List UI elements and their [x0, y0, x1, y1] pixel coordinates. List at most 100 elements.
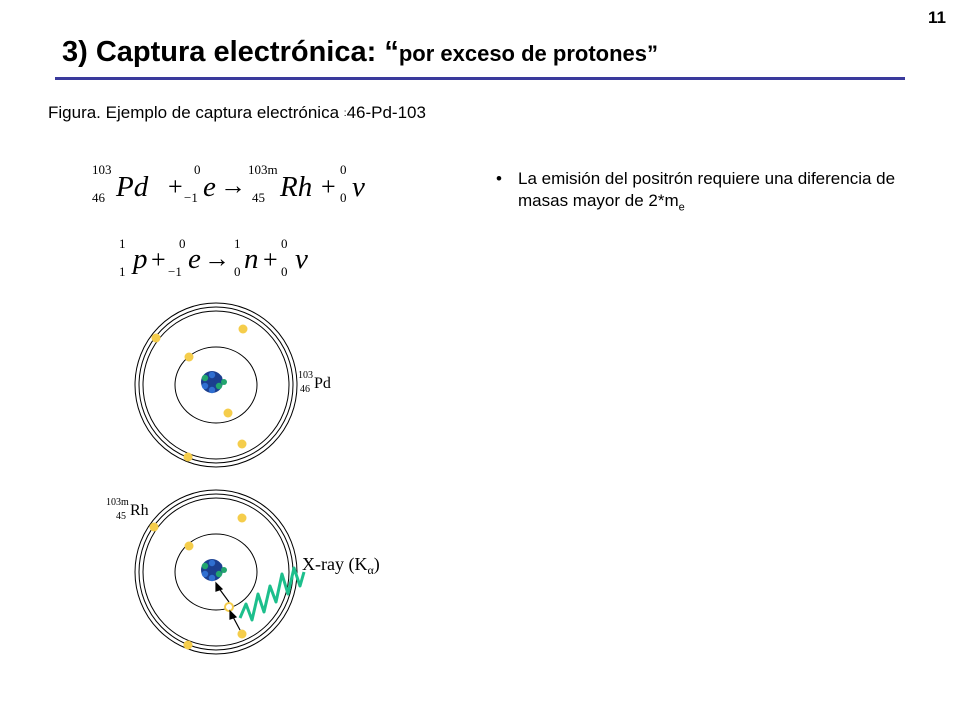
rh-electron: [237, 629, 247, 639]
eq1-pd-z: 46: [92, 190, 106, 205]
rh-nucleus: [201, 559, 227, 582]
title-subtitle: por exceso de protones”: [398, 41, 659, 66]
eq2-nu-symbol: ν: [295, 243, 308, 275]
rh-nucleon: [208, 574, 216, 582]
eq1-rh-mass: 103m: [248, 162, 278, 177]
rh-label-z: 45: [116, 511, 126, 522]
pd-nucleon: [208, 379, 216, 387]
rh-electron: [237, 513, 247, 523]
rh-nucleon: [201, 562, 209, 570]
pd-nucleus: [201, 371, 227, 394]
xray-wave-icon: [238, 566, 306, 622]
eq2-e-mass: 0: [179, 236, 186, 251]
eq2-e-symbol: e: [188, 243, 201, 275]
eq2-p-symbol: p: [131, 243, 148, 275]
title-underline: [55, 77, 905, 80]
rh-vacancy: [224, 602, 234, 612]
title-main: 3) Captura electrónica: “: [62, 36, 399, 68]
pd-nucleon: [208, 386, 216, 394]
equation-proton-capture: 1 1 p + 0 −1 e → 1 0 n + 0 0 ν: [119, 236, 308, 279]
rh-nuclide-label: 103m 45 Rh: [106, 497, 149, 522]
eq2-n-symbol: n: [244, 243, 259, 275]
rh-nucleon: [208, 567, 216, 575]
eq2-n-mass: 1: [234, 236, 241, 251]
rh-nucleon: [221, 567, 227, 573]
rh-inner-shell: [174, 533, 258, 611]
bullet-item: La emisión del positrón requiere una dif…: [494, 168, 904, 218]
bullet-list: La emisión del positrón requiere una dif…: [494, 168, 904, 218]
pd-nucleon: [201, 382, 209, 390]
transition-arrowhead-icon: [229, 609, 238, 620]
eq2-plus-2: +: [263, 245, 278, 274]
pd-label-mass: 103: [298, 370, 313, 381]
pd-nucleon: [208, 371, 216, 379]
pd-outer-shell: [142, 310, 290, 460]
eq2-n-z: 0: [234, 264, 241, 279]
pd-nuclide-label: 103 46 Pd: [298, 370, 331, 395]
eq2-arrow: →: [204, 244, 230, 273]
rh-nucleon: [215, 570, 223, 578]
eq1-plus-1: +: [168, 172, 183, 201]
bullet-subscript: e: [678, 201, 685, 214]
pd-electron: [237, 439, 247, 449]
eq1-nu-mass: 0: [340, 162, 347, 177]
eq1-e-mass: 0: [194, 162, 201, 177]
rh-label-mass: 103m: [106, 497, 129, 508]
rh-label-symbol: Rh: [130, 502, 149, 519]
caption-nuclide: 46-Pd-103: [346, 103, 426, 122]
rh-electron: [149, 522, 159, 532]
rh-outer-shell: [134, 489, 298, 655]
rh-electron: [183, 640, 193, 650]
rh-atom: [134, 489, 306, 655]
eq1-e-symbol: e: [203, 171, 216, 203]
eq1-arrow: →: [220, 171, 246, 200]
pd-outer-shell: [134, 302, 298, 468]
pd-nucleon: [221, 379, 227, 385]
equation-pd-capture: 103 46 Pd + 0 −1 e → 103m 45 Rh + 0 0 ν: [92, 162, 365, 205]
pd-outer-shell: [138, 306, 294, 464]
page-number: 11: [928, 8, 946, 27]
eq2-e-z: −1: [168, 264, 182, 279]
pd-electron: [238, 324, 248, 334]
rh-electron: [184, 541, 194, 551]
slide-title: 3) Captura electrónica: “por exceso de p…: [62, 36, 658, 69]
pd-electron: [184, 352, 194, 362]
xray-label-subscript: α: [367, 563, 374, 577]
pd-atom: [134, 302, 298, 468]
eq1-e-z: −1: [184, 190, 198, 205]
eq2-p-mass: 1: [119, 236, 126, 251]
eq2-p-z: 1: [119, 264, 126, 279]
xray-label: X-ray (Kα): [302, 554, 380, 577]
rh-nucleon: [208, 559, 216, 567]
capture-arrowhead-icon: [215, 581, 224, 592]
eq1-plus-2: +: [321, 172, 336, 201]
pd-electron: [183, 452, 193, 462]
eq1-rh-symbol: Rh: [279, 171, 312, 203]
eq2-plus-1: +: [151, 245, 166, 274]
pd-nucleon: [201, 374, 209, 382]
caption-separator: :: [343, 108, 347, 120]
pd-electron: [151, 333, 161, 343]
eq1-nu-symbol: ν: [352, 171, 365, 203]
caption-text: Figura. Ejemplo de captura electrónica: [48, 103, 340, 122]
eq2-nu-z: 0: [281, 264, 288, 279]
eq2-nu-mass: 0: [281, 236, 288, 251]
pd-electron: [223, 408, 233, 418]
pd-nucleon: [215, 374, 223, 382]
eq1-pd-symbol: Pd: [115, 171, 149, 203]
eq1-nu-z: 0: [340, 190, 347, 205]
pd-nucleon: [215, 382, 223, 390]
electron-transition-arrows: [215, 581, 241, 631]
rh-outer-shell: [142, 497, 290, 647]
pd-label-z: 46: [300, 384, 310, 395]
xray-label-close: ): [374, 554, 380, 575]
xray-label-text: X-ray (K: [302, 554, 367, 575]
eq1-pd-mass: 103: [92, 162, 112, 177]
figure-caption: Figura. Ejemplo de captura electrónica :…: [48, 103, 426, 123]
rh-nucleon: [215, 562, 223, 570]
rh-nucleon: [201, 570, 209, 578]
eq1-rh-z: 45: [252, 190, 265, 205]
pd-label-symbol: Pd: [314, 375, 331, 392]
pd-inner-shell: [174, 346, 258, 424]
